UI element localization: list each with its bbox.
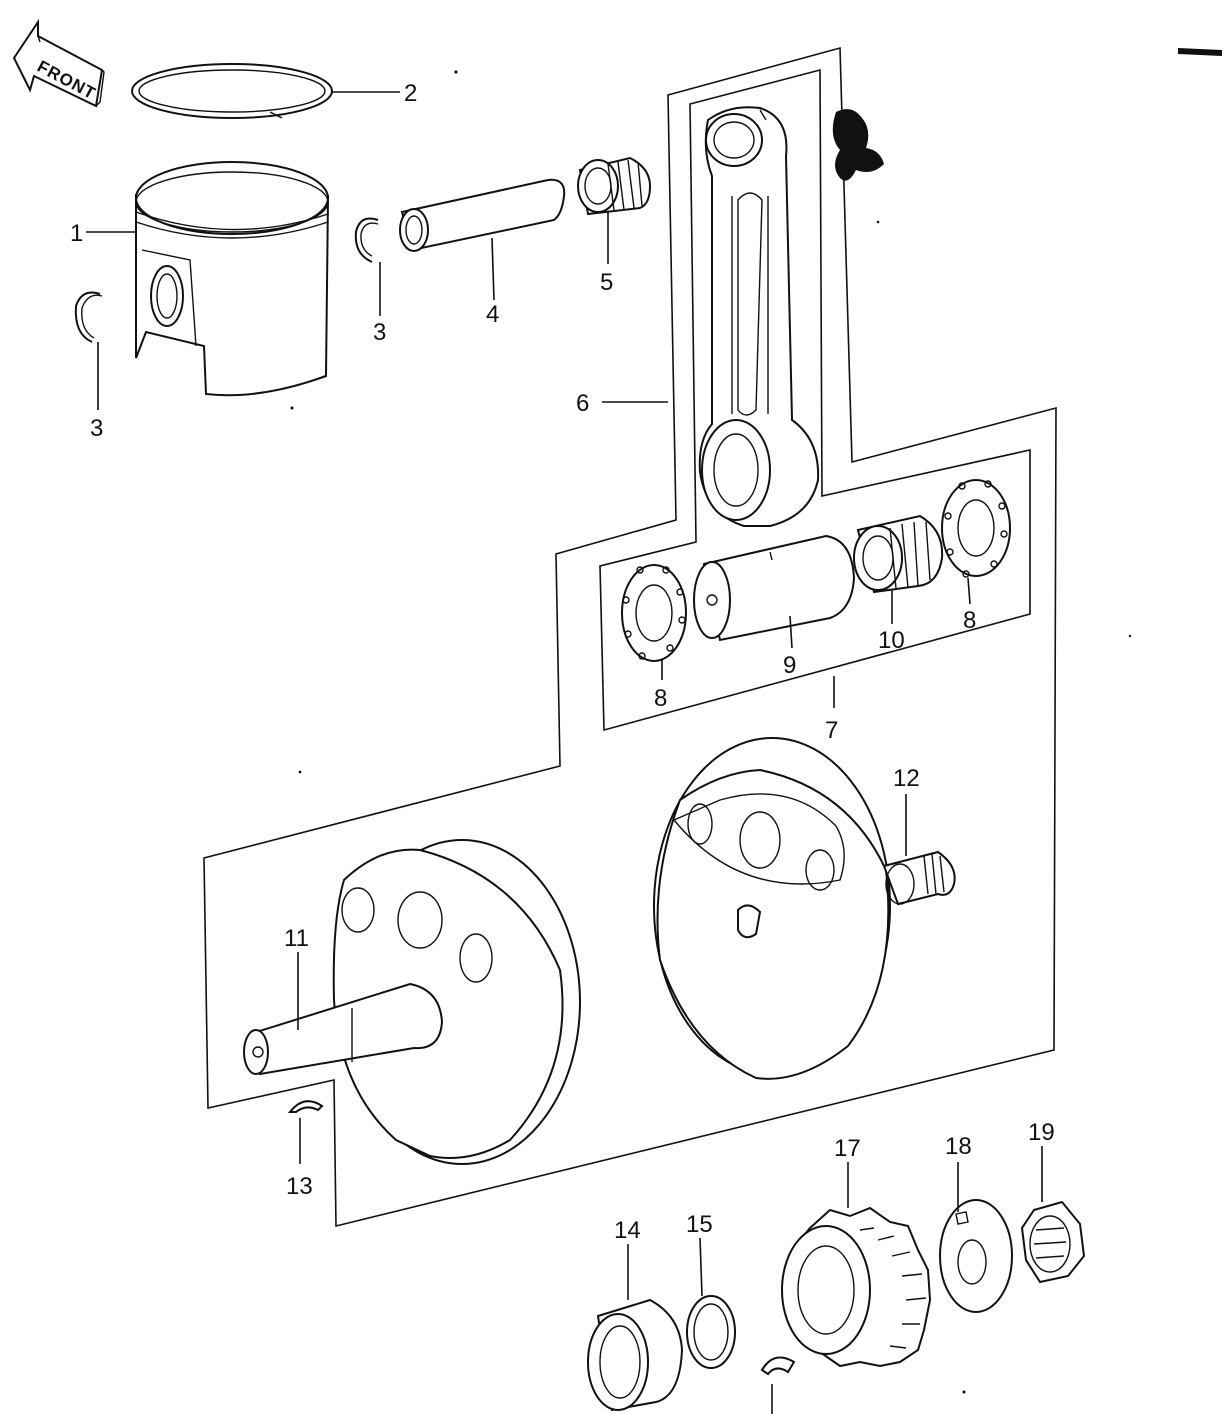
callout-11: 11	[284, 925, 309, 952]
thrust-washer-icon	[941, 479, 1011, 578]
piston-pin-icon	[399, 178, 566, 252]
callout-1: 1	[70, 220, 83, 247]
callout-19: 19	[1028, 1119, 1055, 1146]
scan-specks	[290, 70, 1132, 1394]
thrust-washer-icon	[621, 564, 687, 662]
callout-9: 9	[783, 652, 796, 679]
callout-4: 4	[486, 301, 499, 328]
rod-inner-bracket	[599, 68, 1031, 732]
callout-13: 13	[286, 1173, 313, 1200]
leader-lines	[86, 91, 1043, 1414]
callout-14: 14	[614, 1217, 641, 1244]
callout-15: 15	[686, 1211, 713, 1238]
callout-8: 8	[654, 685, 667, 712]
lock-washer-icon	[939, 1199, 1013, 1313]
circlip-icon	[74, 291, 103, 343]
piston-icon	[135, 161, 330, 397]
left-flywheel-icon	[243, 839, 581, 1165]
crankpin-icon	[693, 534, 856, 642]
crank-assembly-bracket	[203, 46, 1057, 1228]
o-ring-icon	[686, 1295, 736, 1369]
front-arrow-icon: FRONT	[12, 18, 105, 108]
big-end-bearing-icon	[853, 514, 944, 594]
circlip-icon	[354, 217, 379, 263]
margin-mark	[1178, 48, 1222, 56]
callout-3: 3	[90, 415, 103, 442]
right-flywheel-icon	[653, 737, 956, 1080]
gear-key-icon	[760, 1356, 796, 1376]
callout-2: 2	[404, 80, 417, 107]
callout-12: 12	[893, 765, 920, 792]
callout-18: 18	[945, 1133, 972, 1160]
callout-5: 5	[600, 269, 613, 296]
callout-10: 10	[878, 627, 905, 654]
collar-icon	[587, 1298, 684, 1412]
callout-7: 7	[825, 717, 838, 744]
primary-gear-icon	[781, 1206, 932, 1368]
callout-8: 8	[963, 607, 976, 634]
nut-icon	[1020, 1200, 1086, 1284]
callout-17: 17	[834, 1135, 861, 1162]
woodruff-key-icon	[287, 1100, 324, 1113]
callout-6: 6	[576, 390, 589, 417]
callout-3: 3	[373, 319, 386, 346]
needle-bearing-icon	[577, 156, 652, 216]
callout-numbers: 2 1 3 3 4 5 6 8 9 10 8 7 12 11 13 17 18 …	[70, 80, 1055, 1244]
connecting-rod-icon	[698, 106, 820, 527]
piston-ring-icon	[131, 63, 333, 119]
